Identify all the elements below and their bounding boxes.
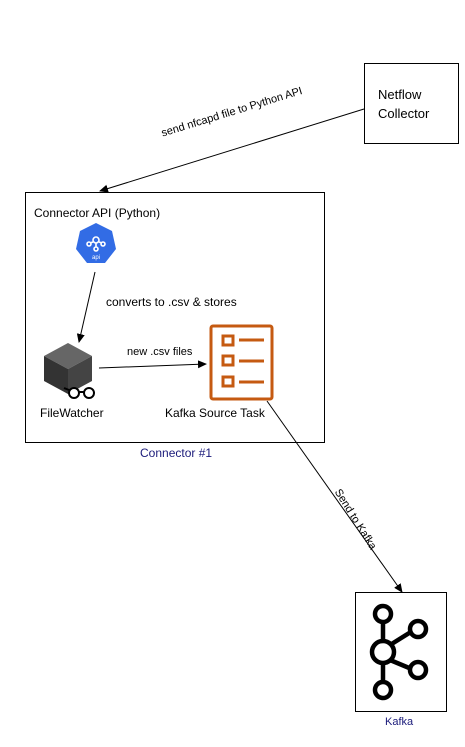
- filewatcher-label: FileWatcher: [40, 406, 104, 420]
- kafka-logo-icon: [369, 603, 429, 701]
- checklist-icon: [209, 324, 274, 401]
- connector-caption: Connector #1: [140, 446, 213, 460]
- api-icon: [76, 223, 116, 263]
- edge-netflow-to-api: [99, 108, 365, 193]
- kafka-caption: Kafka: [385, 716, 414, 728]
- edge-label-new-csv: new .csv files: [127, 346, 193, 358]
- connector-title: Connector API (Python): [34, 206, 161, 220]
- edge-api-to-filewatcher: [76, 271, 96, 343]
- filewatcher-icon: [44, 343, 95, 399]
- glasses-icon: [63, 387, 95, 399]
- kafka-source-task-label: Kafka Source Task: [165, 406, 265, 420]
- netflow-collector-box: [364, 63, 459, 144]
- edge-filewatcher-to-task: [98, 360, 207, 369]
- netflow-collector-label-line1: Netflow: [378, 87, 422, 102]
- edge-task-to-kafka: [266, 400, 403, 593]
- api-icon-text: api: [92, 255, 100, 261]
- edge-label-converts: converts to .csv & stores: [106, 295, 237, 309]
- netflow-collector-label-line2: Collector: [378, 106, 430, 121]
- connector-container: [25, 192, 325, 443]
